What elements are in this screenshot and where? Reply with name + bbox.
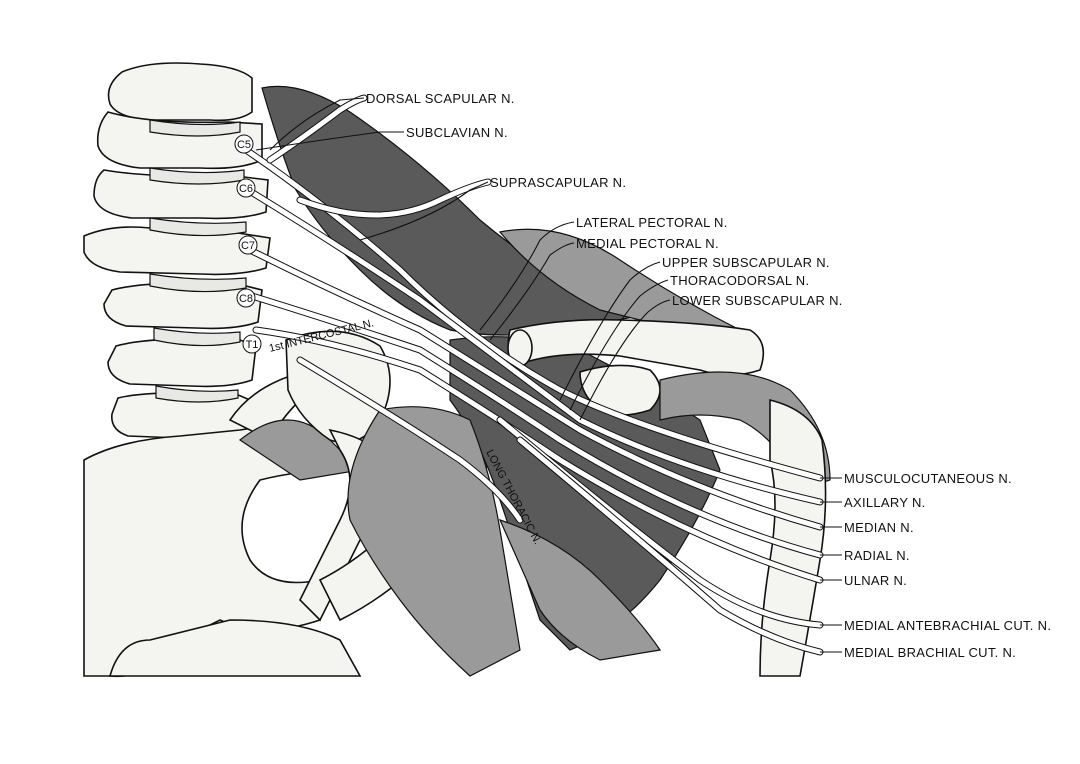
label-axillary: AXILLARY N. <box>844 495 926 510</box>
label-lateral-pectoral: LATERAL PECTORAL N. <box>576 215 728 230</box>
vertebra-label-c7: C7 <box>241 240 255 252</box>
vertebra-label-c5: C5 <box>237 139 251 151</box>
brachial-plexus-nerves <box>242 94 824 656</box>
label-median: MEDIAN N. <box>844 520 914 535</box>
vertebra-label-c6: C6 <box>239 183 253 195</box>
label-suprascapular: SUPRASCAPULAR N. <box>490 175 626 190</box>
label-thoracodorsal: THORACODORSAL N. <box>670 273 809 288</box>
vertebra-level-labels: C5 C6 C7 C8 T1 <box>234 134 262 354</box>
label-medial-brachial-cut: MEDIAL BRACHIAL CUT. N. <box>844 645 1016 660</box>
label-upper-subscapular: UPPER SUBSCAPULAR N. <box>662 255 830 270</box>
label-lower-subscapular: LOWER SUBSCAPULAR N. <box>672 293 843 308</box>
vertebra-label-c8: C8 <box>239 293 253 305</box>
vertebra-label-t1: T1 <box>246 339 259 351</box>
nerve-labels: DORSAL SCAPULAR N. SUBCLAVIAN N. SUPRASC… <box>268 91 1051 660</box>
label-musculocutaneous: MUSCULOCUTANEOUS N. <box>844 471 1012 486</box>
label-dorsal-scapular: DORSAL SCAPULAR N. <box>366 91 515 106</box>
leader-lines <box>255 97 842 653</box>
label-radial: RADIAL N. <box>844 548 910 563</box>
clavicle <box>507 318 765 376</box>
label-medial-antebrachial-cut: MEDIAL ANTEBRACHIAL CUT. N. <box>844 618 1051 633</box>
label-medial-pectoral: MEDIAL PECTORAL N. <box>576 236 719 251</box>
label-ulnar: ULNAR N. <box>844 573 907 588</box>
label-subclavian: SUBCLAVIAN N. <box>406 125 508 140</box>
